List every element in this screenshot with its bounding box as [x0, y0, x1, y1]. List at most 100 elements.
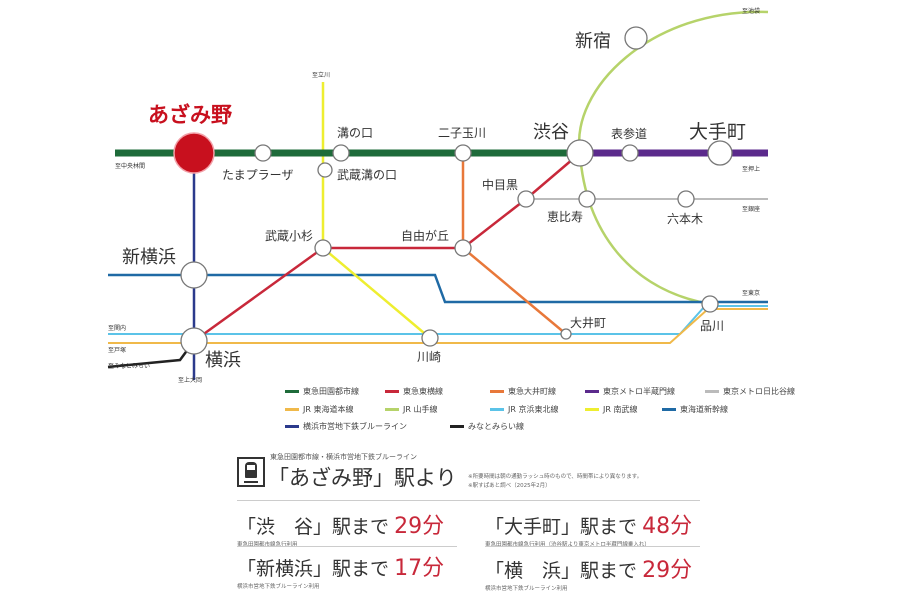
- station-oimachi[interactable]: [560, 328, 572, 340]
- station-shinjuku[interactable]: [624, 26, 648, 50]
- legend-item: 東急田園都市線: [285, 386, 359, 397]
- legend-item: 東急東横線: [385, 386, 443, 397]
- label-musashimizonokuchi: 武蔵溝の口: [337, 168, 398, 182]
- legend-label: 東急田園都市線: [303, 387, 359, 396]
- legend-label: JR 東海道本線: [303, 405, 354, 414]
- legend-label: 東急大井町線: [508, 387, 556, 396]
- legend-label: JR 山手線: [403, 405, 438, 414]
- legend-item: JR 山手線: [385, 404, 437, 415]
- station-shibuya[interactable]: [566, 139, 594, 167]
- dir-tachikawa: 至立川: [312, 72, 331, 79]
- station-otemachi[interactable]: [707, 140, 733, 166]
- station-omotesando[interactable]: [621, 144, 639, 162]
- legend-label: みなとみらい線: [468, 422, 524, 431]
- label-shibuya: 渋谷: [533, 122, 569, 143]
- line-tokaido: [108, 308, 768, 344]
- legend-label: 東海道新幹線: [680, 405, 728, 414]
- station-musashikosugi[interactable]: [314, 239, 332, 257]
- label-otemachi: 大手町: [689, 121, 747, 143]
- legend-label: 東京メトロ日比谷線: [723, 387, 795, 396]
- dir-minatomirai: 至みなとみらい: [108, 363, 151, 370]
- access-lines: 東急田園都市線・横浜市営地下鉄ブルーライン: [270, 453, 417, 461]
- station-roppongi[interactable]: [677, 190, 695, 208]
- legend-swatch: [585, 408, 599, 411]
- legend-swatch: [285, 390, 299, 393]
- label-nakameguro: 中目黒: [482, 178, 519, 192]
- label-shinjuku: 新宿: [575, 31, 611, 52]
- station-jiyugaoka[interactable]: [454, 239, 472, 257]
- legend-swatch: [705, 390, 719, 393]
- label-ebisu: 恵比寿: [547, 210, 584, 224]
- station-mizonokuchi[interactable]: [332, 144, 350, 162]
- legend-swatch: [490, 408, 504, 411]
- station-yokohama[interactable]: [180, 327, 208, 355]
- legend-swatch: [585, 390, 599, 393]
- station-futakotamagawa[interactable]: [454, 144, 472, 162]
- legend-swatch: [662, 408, 676, 411]
- legend-item: みなとみらい線: [450, 421, 524, 432]
- dir-kamiooka: 至上大岡: [178, 377, 203, 384]
- access-item-shinyokohama: 「新横浜」駅まで 17分横浜市営地下鉄ブルーライン利用: [237, 556, 445, 590]
- label-musashikosugi: 武蔵小杉: [265, 229, 314, 243]
- legend-item: 東急大井町線: [490, 386, 556, 397]
- dir-chuorinkan: 至中央林間: [115, 163, 146, 170]
- train-icon: [237, 457, 265, 487]
- legend-swatch: [490, 390, 504, 393]
- legend-item: 東京メトロ日比谷線: [705, 386, 795, 397]
- station-ebisu[interactable]: [578, 190, 596, 208]
- legend-label: 東京メトロ半蔵門線: [603, 387, 675, 396]
- legend-swatch: [385, 408, 399, 411]
- legend-swatch: [285, 425, 299, 428]
- legend-item: JR 京浜東北線: [490, 404, 558, 415]
- legend-swatch: [450, 425, 464, 428]
- legend-item: 東海道新幹線: [662, 404, 728, 415]
- access-note-2: ※駅すぱあと調べ（2025年2月）: [468, 483, 551, 489]
- access-item-otemachi: 「大手町」駅まで 48分東急田園都市線急行利用（渋谷駅より東京メトロ半蔵門線乗入…: [485, 514, 693, 548]
- legend-item: 横浜市営地下鉄ブルーライン: [285, 421, 407, 432]
- legend-label: 横浜市営地下鉄ブルーライン: [303, 422, 407, 431]
- legend-label: JR 南武線: [603, 405, 638, 414]
- label-shinyokohama: 新横浜: [122, 247, 176, 268]
- label-yokohama: 横浜: [205, 350, 241, 371]
- access-item-shibuya: 「渋 谷」駅まで 29分東急田園都市線急行利用: [237, 514, 445, 548]
- access-from: 「あざみ野」駅より: [268, 466, 457, 490]
- legend-swatch: [285, 408, 299, 411]
- line-keihin-tohoku: [108, 305, 768, 335]
- dir-ikebukuro: 至池袋: [742, 8, 761, 15]
- station-tamaplaza[interactable]: [254, 144, 272, 162]
- label-omotesando: 表参道: [611, 127, 648, 141]
- line-shinkansen: [108, 273, 768, 304]
- legend-label: JR 京浜東北線: [508, 405, 559, 414]
- label-tamaplaza: たまプラーザ: [222, 168, 294, 182]
- label-azamino: あざみ野: [148, 103, 232, 127]
- legend-label: 東急東横線: [403, 387, 443, 396]
- station-azamino[interactable]: [173, 132, 215, 174]
- dir-ginza: 至銀座: [742, 206, 761, 213]
- station-kawasaki[interactable]: [421, 329, 439, 347]
- label-roppongi: 六本木: [667, 212, 704, 226]
- dir-tokyo: 至東京: [742, 290, 761, 297]
- station-nakameguro[interactable]: [517, 190, 535, 208]
- label-shinagawa: 品川: [700, 319, 725, 333]
- dir-kannai: 至関内: [108, 325, 127, 332]
- label-mizonokuchi: 溝の口: [337, 126, 374, 140]
- label-futakotamagawa: 二子玉川: [438, 126, 487, 140]
- station-shinagawa[interactable]: [701, 295, 719, 313]
- label-oimachi: 大井町: [570, 316, 607, 330]
- legend-item: JR 南武線: [585, 404, 637, 415]
- station-shinyokohama[interactable]: [180, 261, 208, 289]
- access-note-1: ※所要時間は朝の通勤ラッシュ時のもので、時間帯により異なります。: [468, 474, 643, 480]
- label-kawasaki: 川崎: [417, 350, 442, 364]
- dir-totsuka: 至戸塚: [108, 347, 127, 354]
- access-item-yokohama: 「横 浜」駅まで 29分横浜市営地下鉄ブルーライン利用: [485, 558, 693, 592]
- legend-swatch: [385, 390, 399, 393]
- label-jiyugaoka: 自由が丘: [401, 229, 450, 243]
- station-musashimizonokuchi[interactable]: [317, 162, 333, 178]
- line-yamanote: [577, 10, 769, 306]
- legend-item: 東京メトロ半蔵門線: [585, 386, 675, 397]
- dir-oshiage: 至押上: [742, 166, 761, 173]
- legend-item: JR 東海道本線: [285, 404, 353, 415]
- line-nambu: [321, 82, 431, 339]
